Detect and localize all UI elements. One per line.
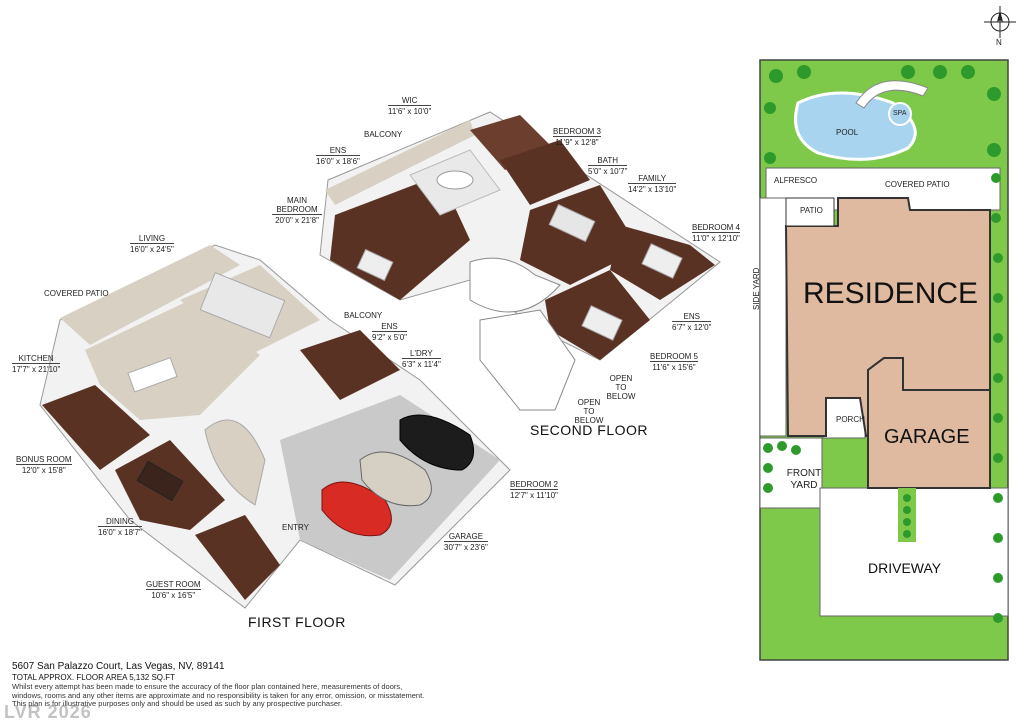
garage-footprint	[867, 357, 991, 489]
room-label-balcony-mid: BALCONY	[344, 311, 383, 320]
spa-shape	[888, 102, 912, 126]
second-floor-title: SECOND FLOOR	[530, 422, 649, 438]
pool-deck-path	[855, 80, 929, 109]
stair-void	[469, 257, 561, 313]
site-label-driveway: DRIVEWAY	[868, 560, 942, 576]
site-label-porch: PORCH	[836, 415, 865, 424]
compass-north-label: N	[996, 38, 1002, 47]
living-sofa	[199, 271, 286, 339]
black-car	[399, 414, 475, 471]
compass-icon	[984, 6, 1016, 38]
open-void	[479, 309, 576, 411]
planter-strip	[898, 488, 916, 542]
property-address: 5607 San Palazzo Court, Las Vegas, NV, 8…	[12, 661, 225, 672]
room-label-open-to-below-2: OPEN TO BELOW	[574, 398, 604, 425]
pool-shape	[794, 91, 917, 161]
site-label-front-yard: FRONT YARD	[786, 468, 822, 491]
first-floor-plan	[39, 244, 511, 609]
room-label-covered-patio: COVERED PATIO	[44, 289, 109, 298]
watermark: LVR 2026	[4, 702, 92, 722]
bed	[356, 248, 394, 282]
second-floor-plan	[319, 111, 721, 411]
first-floor-title: FIRST FLOOR	[248, 614, 346, 630]
bathtub	[436, 170, 474, 190]
entry-floor	[204, 419, 266, 506]
patio-box	[785, 197, 835, 227]
kitchen-floor	[85, 300, 260, 420]
bed	[641, 243, 683, 279]
site-label-alfresco: ALFRESCO	[774, 176, 818, 185]
silver-car	[359, 451, 432, 507]
site-label-covered-patio: COVERED PATIO	[885, 180, 950, 189]
site-label-side-yard: SIDE YARD	[752, 267, 761, 310]
porch-paving	[822, 395, 866, 439]
side-yard-paving	[759, 197, 787, 437]
floor-plan-illustration	[39, 111, 721, 609]
dining-table	[136, 460, 184, 502]
red-car	[321, 481, 392, 537]
total-floor-area: TOTAL APPROX. FLOOR AREA 5,132 SQ.FT	[12, 673, 176, 682]
bedroom3-floor	[500, 140, 590, 205]
disclaimer-line-3: This plan is for illustrative purposes o…	[12, 699, 343, 708]
bedroom2-floor	[300, 330, 400, 400]
sofa	[548, 203, 596, 243]
footer: 5607 San Palazzo Court, Las Vegas, NV, 8…	[12, 661, 432, 709]
kitchen-island	[127, 357, 178, 393]
disclaimer-line-1: Whilst every attempt has been made to en…	[12, 682, 403, 691]
site-label-spa: SPA	[893, 110, 907, 117]
site-plan	[759, 59, 1009, 661]
balcony-deck	[325, 120, 475, 205]
site-label-patio: PATIO	[800, 206, 823, 215]
bonus-room-floor	[42, 385, 150, 470]
trees	[763, 65, 1003, 623]
site-label-residence: RESIDENCE	[803, 277, 979, 310]
disclaimer-line-2: windows, rooms and any other items are a…	[12, 690, 425, 700]
guest-room-floor	[195, 515, 280, 600]
room-label-entry: ENTRY	[282, 523, 309, 532]
site-label-pool: POOL	[836, 128, 859, 137]
site-label-garage: GARAGE	[884, 426, 970, 448]
patio-deck	[60, 245, 240, 345]
room-label-balcony: BALCONY	[364, 130, 403, 139]
room-label-open-to-below-1: OPEN TO BELOW	[606, 374, 636, 401]
bed	[581, 305, 623, 341]
